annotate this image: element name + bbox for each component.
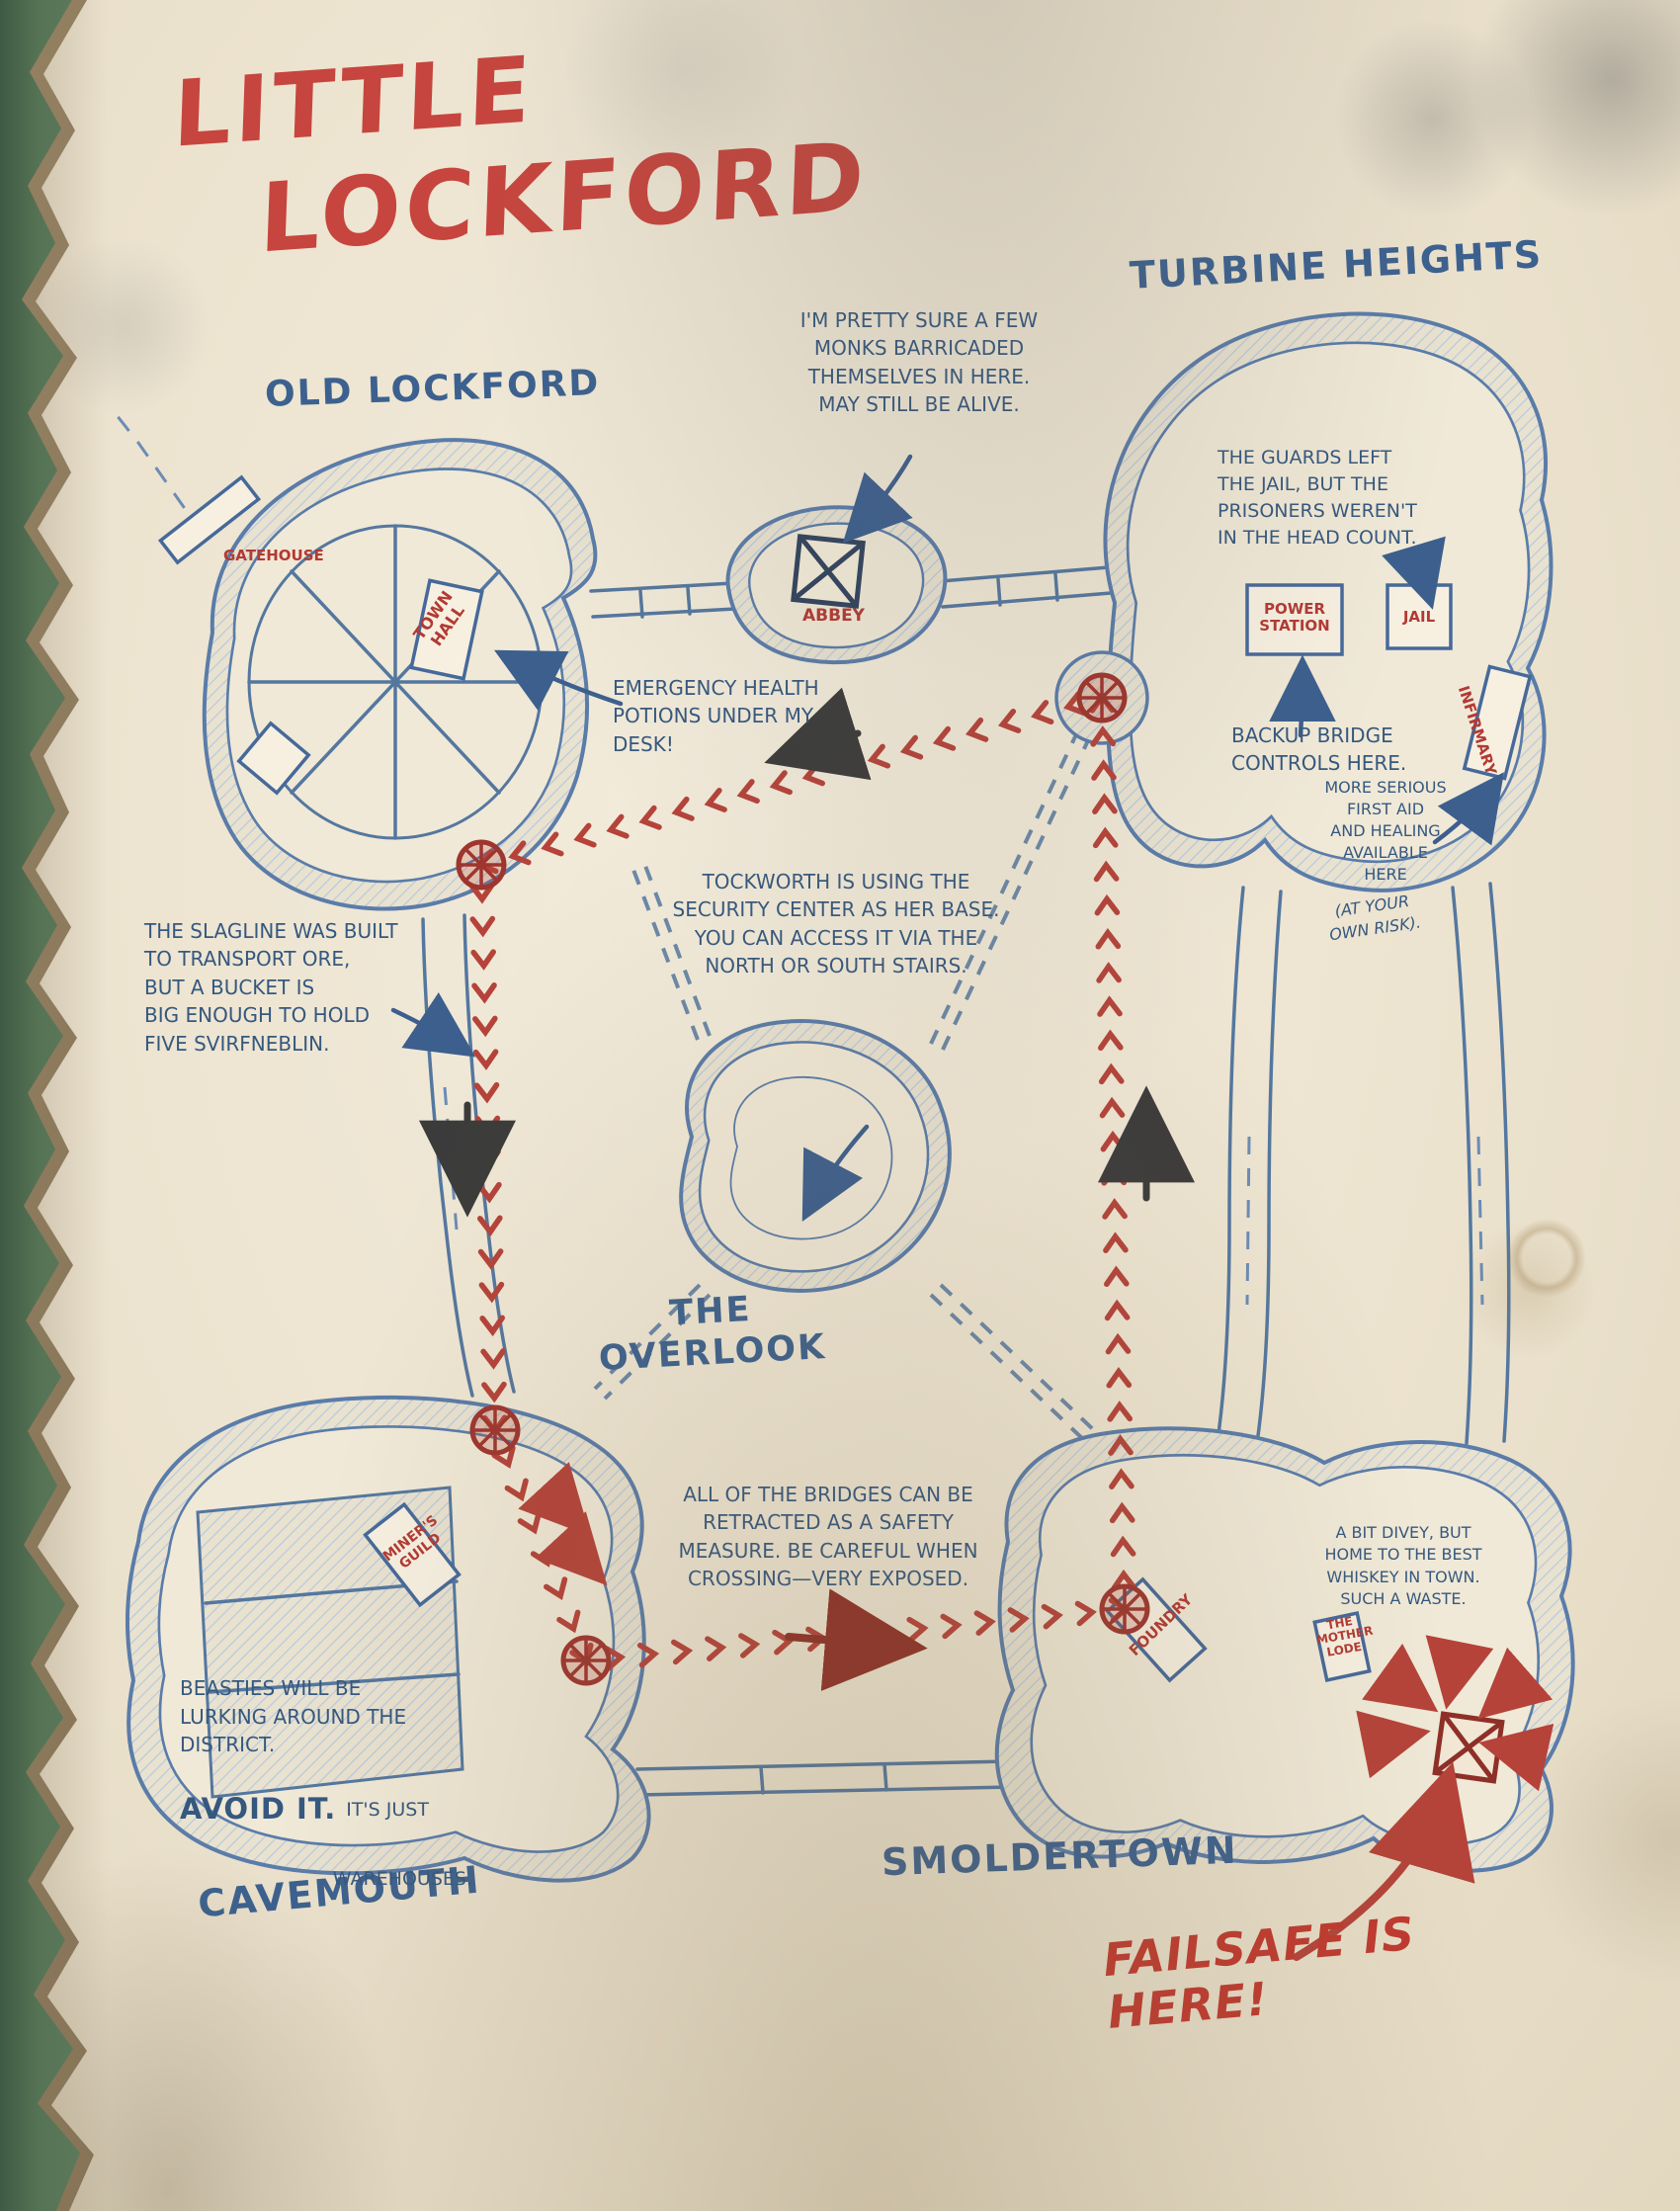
district-label-overlook: THE OVERLOOK <box>597 1289 828 1379</box>
label-gatehouse: GATEHOUSE <box>223 547 324 564</box>
annotation-beasties-emphasis: AVOID IT. <box>180 1791 337 1826</box>
annotation-bridges: ALL OF THE BRIDGES CAN BE RETRACTED AS A… <box>678 1483 978 1591</box>
district-smoldertown-shape <box>994 1426 1575 1873</box>
slagline-node <box>1099 1583 1150 1635</box>
annotation-beasties: BEASTIES WILL BE LURKING AROUND THE DIST… <box>180 1647 476 1920</box>
bridge-controls-arrow <box>1269 654 1336 738</box>
slagline-node <box>1076 672 1128 723</box>
annotation-bridge-controls: BACKUP BRIDGE CONTROLS HERE. <box>1231 723 1407 776</box>
annotation-beasties-tail1: IT'S JUST <box>346 1798 429 1821</box>
gatehouse-bridge <box>157 474 262 565</box>
power-station-building <box>1245 583 1344 656</box>
mother-lode-building <box>1312 1611 1372 1682</box>
first-aid-arrow <box>1432 772 1504 846</box>
annotation-monks: I'M PRETTY SURE A FEW MONKS BARRICADED T… <box>799 308 1039 417</box>
annotation-arrows <box>390 454 1504 1222</box>
label-power-station: POWER STATION <box>1259 600 1330 635</box>
district-overlook-shape <box>679 1019 952 1293</box>
town-hall-building <box>409 578 484 681</box>
label-abbey: ABBEY <box>802 606 865 626</box>
potions-arrow <box>494 649 624 711</box>
annotation-guards: THE GUARDS LEFT THE JAIL, BUT THE PRISON… <box>1218 447 1417 549</box>
district-old-lockford-shape <box>202 438 598 911</box>
annotation-divey: A BIT DIVEY, BUT HOME TO THE BEST WHISKE… <box>1324 1523 1482 1609</box>
slagline-node <box>560 1635 612 1686</box>
annotation-beasties-intro: BEASTIES WILL BE LURKING AROUND THE DIST… <box>180 1676 407 1757</box>
roads-and-bridges <box>115 414 1511 1797</box>
district-abbey-shape <box>725 505 948 665</box>
slagline-nodes <box>456 672 1150 1686</box>
annotation-beasties-tail2: WAREHOUSES. <box>332 1867 472 1890</box>
guards-arrow <box>1382 536 1446 610</box>
slagline-node <box>456 839 507 891</box>
map-title-line1: LITTLE <box>171 36 537 169</box>
annotation-slagline: THE SLAGLINE WAS BUILT TO TRANSPORT ORE,… <box>144 919 398 1056</box>
district-cavemouth-shape <box>125 1395 651 1883</box>
annotation-potions: EMERGENCY HEALTH POTIONS UNDER MY DESK! <box>613 676 819 756</box>
tockworth-arrow <box>801 1124 870 1222</box>
miners-guild-building <box>363 1501 462 1608</box>
slagline-arrow <box>390 991 476 1058</box>
slagline-direction-arrows <box>419 687 1195 1691</box>
label-jail: JAIL <box>1402 608 1436 626</box>
annotation-first-aid: MORE SERIOUS FIRST AID AND HEALING AVAIL… <box>1324 778 1447 885</box>
slagline-node <box>469 1404 521 1456</box>
slagline-track <box>468 691 1137 1671</box>
abbey-marker <box>791 534 866 609</box>
district-turbine-heights-shape <box>1103 311 1554 893</box>
annotation-tockworth: TOCKWORTH IS USING THE SECURITY CENTER A… <box>672 870 1000 978</box>
failsafe-arrows <box>1293 1635 1554 1961</box>
monks-arrow <box>842 454 913 544</box>
